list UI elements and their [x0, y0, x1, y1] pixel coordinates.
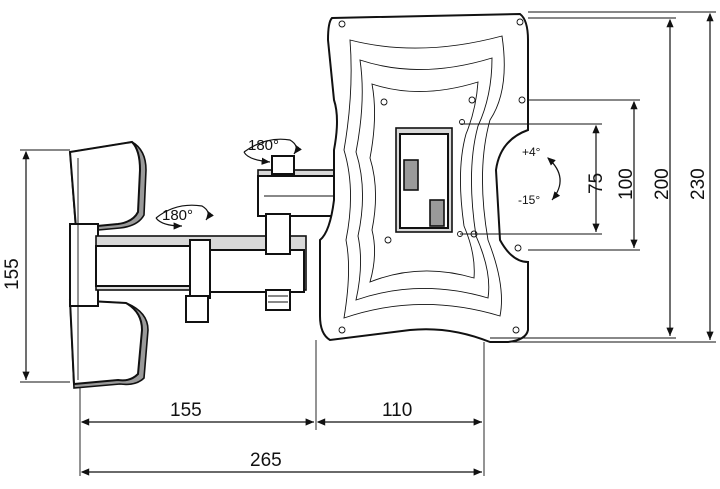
arm-segment-2	[257, 155, 343, 255]
wall-plate	[68, 140, 149, 389]
vesa-mid-label: 100	[616, 168, 637, 200]
top-swivel-indicator: 180°	[243, 137, 302, 165]
dim-total-depth: 265	[80, 450, 482, 476]
tv-plate	[319, 12, 529, 343]
dim-vesa-mid: 100	[528, 99, 640, 251]
tilt-indicator: +4° -15°	[518, 145, 561, 207]
dim-vesa-inner: 75	[460, 123, 607, 235]
top-swivel-label: 180°	[248, 137, 279, 154]
tilt-down-label: -15°	[518, 193, 540, 207]
dim-plate-height: 230	[510, 11, 716, 343]
wall-plate-height-label: 155	[2, 258, 23, 290]
dim-plate-depth: 110	[316, 342, 485, 476]
dim-vesa-outer: 200	[490, 17, 676, 339]
plate-depth-label: 110	[382, 400, 412, 421]
dim-arm-depth: 155	[79, 340, 317, 476]
arm-swivel-indicator: 180°	[155, 204, 214, 230]
dim-wall-plate-height: 155	[2, 149, 70, 383]
tilt-up-label: +4°	[522, 145, 541, 159]
arm-depth-label: 155	[170, 400, 202, 421]
arm-swivel-label: 180°	[162, 207, 193, 224]
vesa-outer-label: 200	[652, 168, 673, 200]
plate-height-label: 230	[688, 168, 709, 200]
vesa-inner-label: 75	[586, 173, 607, 194]
total-depth-label: 265	[250, 450, 282, 471]
